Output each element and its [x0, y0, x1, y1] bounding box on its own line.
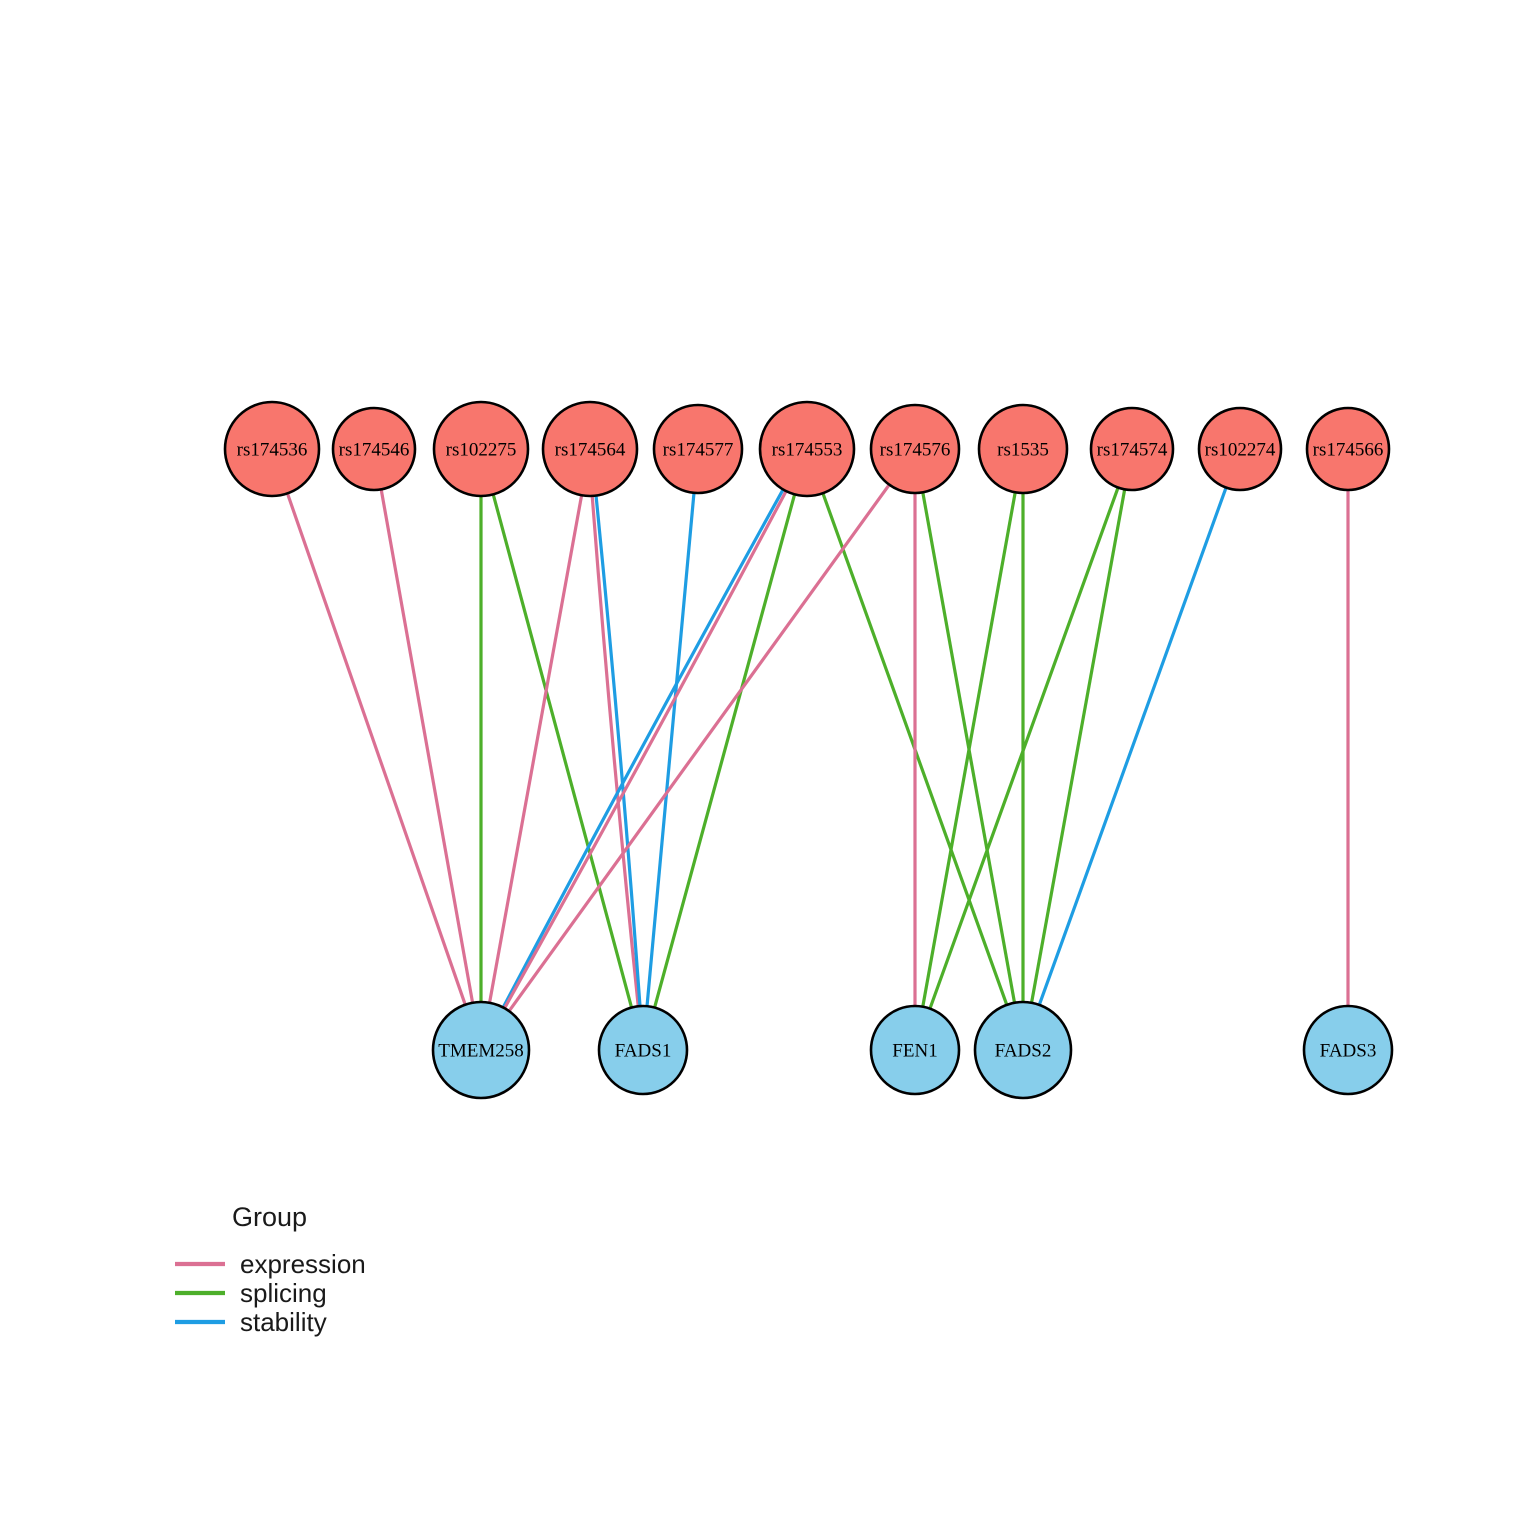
gene-node-circle[interactable] [869, 1004, 961, 1096]
gene-node-FADS1[interactable]: FADS1 [597, 1004, 689, 1096]
snp-node-rs102274[interactable]: rs102274 [1197, 406, 1283, 492]
edges-layer [285, 483, 1350, 1013]
snp-node-circle[interactable] [432, 400, 530, 498]
snp-node-label: rs102274 [1205, 440, 1276, 461]
snp-node-rs102275[interactable]: rs102275 [432, 400, 530, 498]
gene-node-label: FADS2 [995, 1041, 1052, 1062]
gene-node-FADS2[interactable]: FADS2 [973, 1000, 1073, 1100]
edge-rs174553-TMEM258-stability [501, 489, 785, 1009]
gene-node-label: FADS3 [1320, 1041, 1377, 1062]
snp-node-circle[interactable] [652, 403, 744, 495]
snp-node-circle[interactable] [331, 406, 417, 492]
snp-node-circle[interactable] [869, 403, 961, 495]
snp-node-label: rs174577 [663, 440, 734, 461]
gene-node-circle[interactable] [973, 1000, 1073, 1100]
nodes-layer: rs174536 rs174546 rs102275 rs174564 rs174577… [223, 400, 1394, 1100]
snp-node-rs1535[interactable]: rs1535 [977, 403, 1069, 495]
edge-rs174577-FADS1-stability [645, 492, 696, 1007]
snp-node-label: rs174566 [1313, 440, 1384, 461]
gene-node-TMEM258[interactable]: TMEM258 [431, 1000, 531, 1100]
snp-node-rs174577[interactable]: rs174577 [652, 403, 744, 495]
snp-node-label: rs174576 [880, 440, 951, 461]
gene-node-label: TMEM258 [438, 1041, 524, 1062]
snp-node-circle[interactable] [977, 403, 1069, 495]
edge-rs102275-FADS1-splicing [491, 493, 634, 1008]
legend-label-stability: stability [240, 1307, 327, 1337]
snp-node-label: rs174553 [772, 440, 843, 461]
edge-rs102274-FADS2-stability [1037, 487, 1228, 1006]
snp-node-label: rs174564 [555, 440, 626, 461]
edge-rs174564-FADS1-expression [590, 495, 640, 1007]
edge-rs174574-FEN1-splicing [928, 487, 1120, 1010]
gene-node-circle[interactable] [1302, 1004, 1394, 1096]
edge-rs174576-TMEM258-expression [507, 483, 891, 1013]
snp-node-rs174574[interactable]: rs174574 [1089, 406, 1175, 492]
gene-node-FADS3[interactable]: FADS3 [1302, 1004, 1394, 1096]
legend-label-splicing: splicing [240, 1278, 327, 1308]
legend-title: Group [232, 1202, 307, 1232]
edge-rs174564-TMEM258-expression [487, 494, 584, 1004]
snp-node-label: rs1535 [997, 440, 1049, 461]
gene-node-label: FADS1 [615, 1041, 672, 1062]
legend-label-expression: expression [240, 1249, 366, 1279]
snp-node-rs174553[interactable]: rs174553 [758, 400, 856, 498]
gene-node-circle[interactable] [431, 1000, 531, 1100]
snp-node-rs174566[interactable]: rs174566 [1305, 406, 1391, 492]
snp-node-rs174564[interactable]: rs174564 [541, 400, 639, 498]
edge-rs174536-TMEM258-expression [285, 492, 467, 1006]
snp-node-circle[interactable] [541, 400, 639, 498]
snp-node-rs174576[interactable]: rs174576 [869, 403, 961, 495]
edge-rs174564-FADS1-stability [594, 495, 642, 1007]
edge-rs174574-FADS2-splicing [1029, 489, 1127, 1004]
edge-rs174553-FADS1-splicing [653, 493, 797, 1008]
snp-node-label: rs102275 [446, 440, 517, 461]
gene-node-circle[interactable] [597, 1004, 689, 1096]
gene-node-FEN1[interactable]: FEN1 [869, 1004, 961, 1096]
snp-node-circle[interactable] [758, 400, 856, 498]
snp-node-rs174536[interactable]: rs174536 [223, 400, 321, 498]
edge-rs174546-TMEM258-expression [379, 489, 475, 1004]
snp-node-label: rs174536 [237, 440, 308, 461]
snp-node-label: rs174574 [1097, 440, 1168, 461]
edge-rs174553-TMEM258-expression [503, 489, 788, 1009]
snp-node-circle[interactable] [223, 400, 321, 498]
snp-node-label: rs174546 [339, 440, 410, 461]
edge-rs1535-FEN1-splicing [921, 492, 1017, 1007]
gene-node-label: FEN1 [892, 1041, 937, 1062]
snp-node-rs174546[interactable]: rs174546 [331, 406, 417, 492]
snp-node-circle[interactable] [1197, 406, 1283, 492]
snp-node-circle[interactable] [1305, 406, 1391, 492]
snp-node-circle[interactable] [1089, 406, 1175, 492]
